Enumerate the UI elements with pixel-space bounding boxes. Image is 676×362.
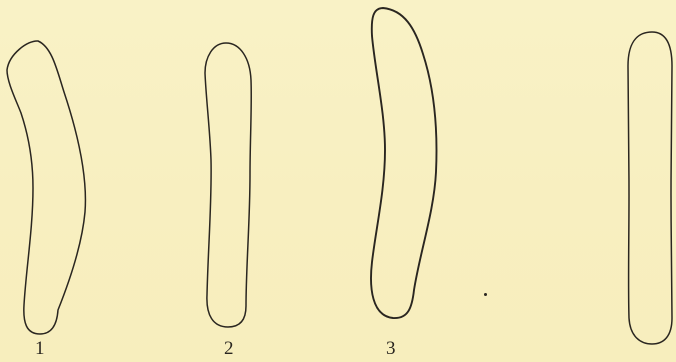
figure-4-outline [628, 32, 672, 344]
figure-3-label: 3 [386, 339, 396, 358]
figure-2-label: 2 [224, 339, 234, 358]
figure-2-outline [205, 43, 251, 327]
figure-1-label: 1 [35, 339, 45, 358]
figure-3-outline [371, 8, 436, 318]
figure-1-outline [7, 41, 85, 334]
ink-speck [484, 293, 487, 296]
